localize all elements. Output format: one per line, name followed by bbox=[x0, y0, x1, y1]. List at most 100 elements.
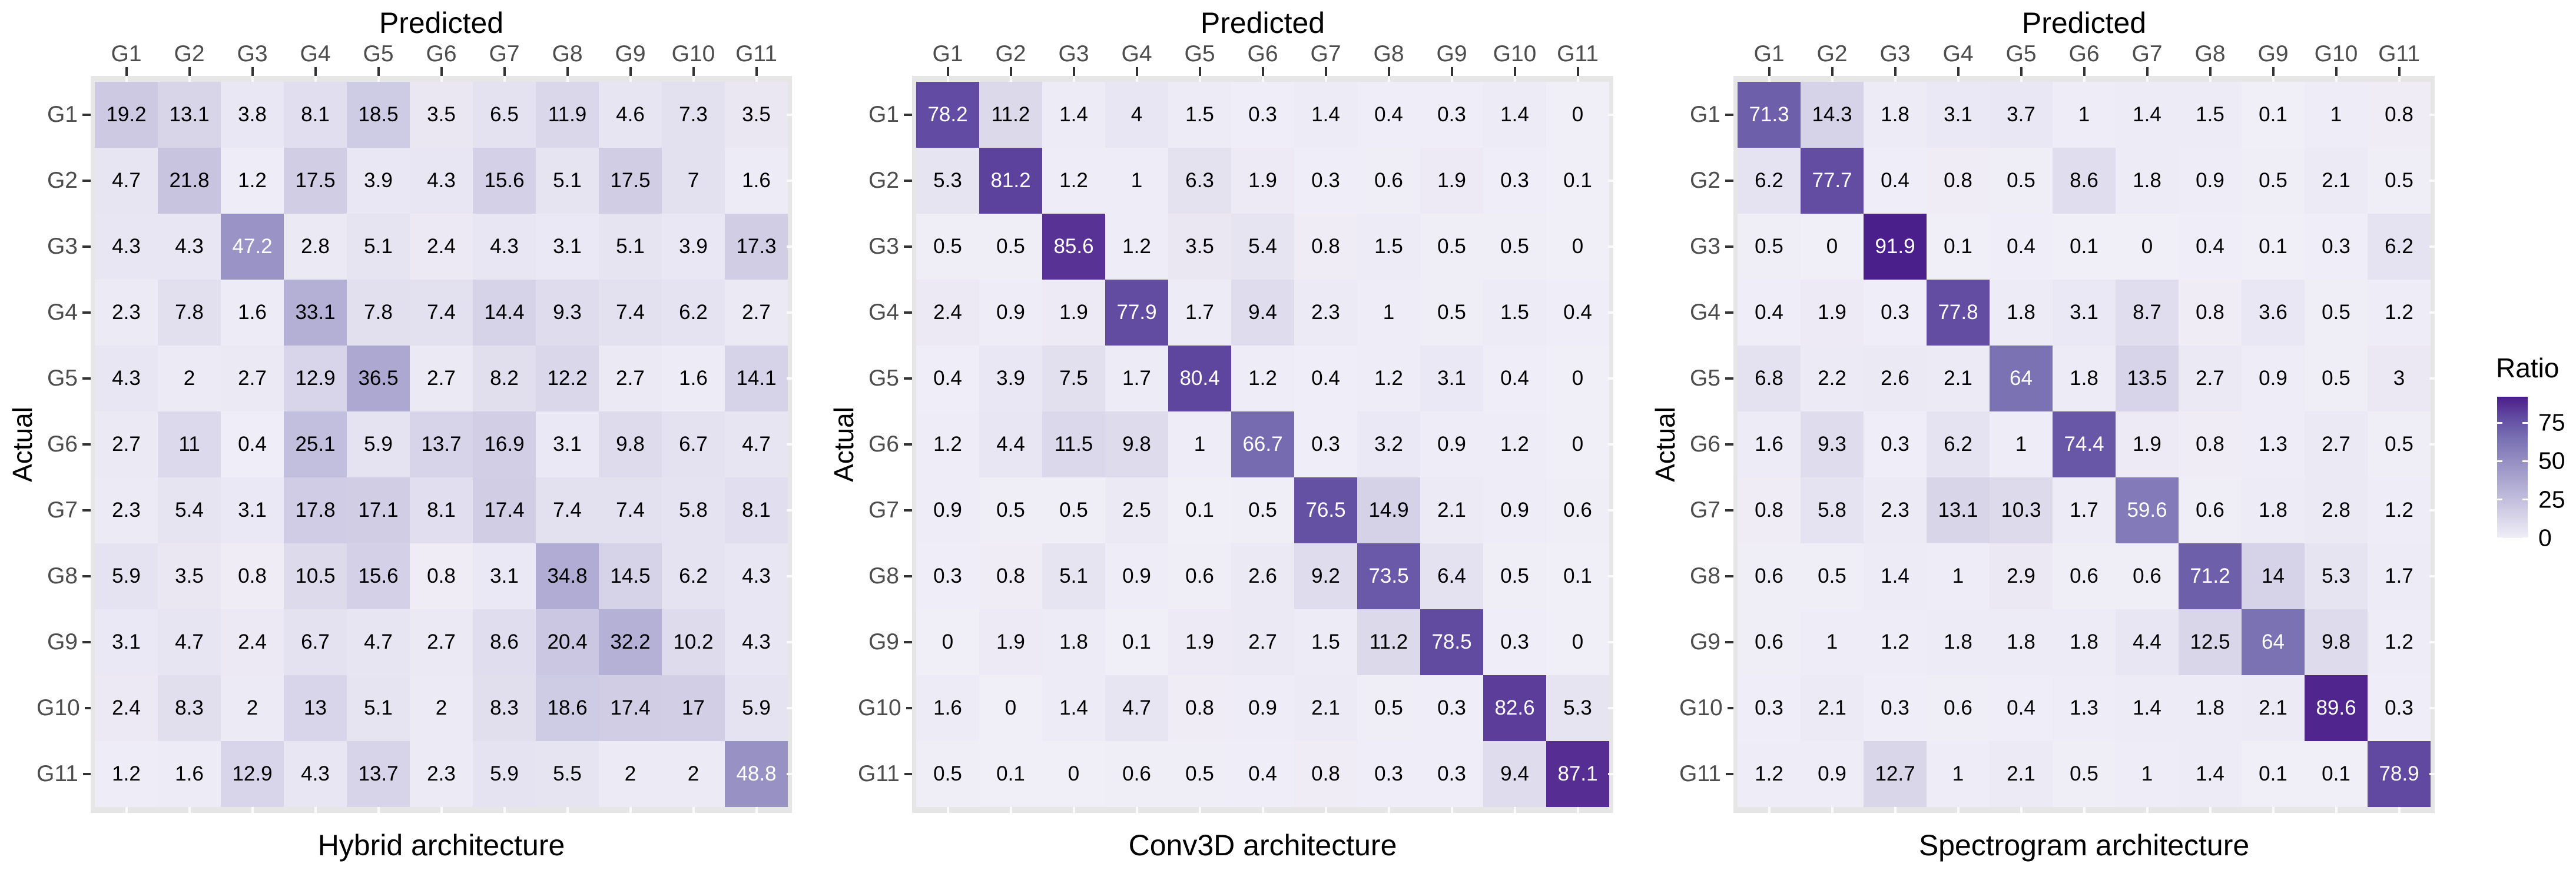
heatmap-cell: 7.5 bbox=[1042, 346, 1105, 411]
heatmap-cell: 78.9 bbox=[2368, 741, 2431, 807]
axis-tick-mark bbox=[2083, 67, 2086, 76]
row-label-text: G1 bbox=[47, 102, 78, 127]
heatmap-cell: 2.3 bbox=[1864, 477, 1927, 543]
axis-tick-mark bbox=[2209, 67, 2212, 76]
axis-tick-mark bbox=[1513, 67, 1516, 76]
heatmap-cell: 12.5 bbox=[2179, 609, 2242, 675]
column-label: G1 bbox=[1753, 41, 1785, 67]
heatmap-cell: 0.1 bbox=[1546, 543, 1609, 609]
axis-tick-mark bbox=[1450, 67, 1453, 76]
row-label: G1 bbox=[1679, 82, 1733, 148]
heatmap-cell: 1.4 bbox=[1294, 82, 1357, 148]
heatmap-cell: 0.1 bbox=[2053, 214, 2116, 280]
heatmap-cell: 89.6 bbox=[2305, 675, 2368, 741]
edge-tick-top bbox=[1576, 76, 1579, 82]
heatmap-cell: 15.6 bbox=[473, 148, 536, 214]
column-tick-row bbox=[95, 67, 792, 76]
heatmap-cell: 10.5 bbox=[284, 543, 347, 609]
row-label-text: G8 bbox=[868, 563, 899, 589]
heatmap-cell: 0.3 bbox=[1420, 741, 1483, 807]
heatmap-cell: 1.7 bbox=[1168, 280, 1231, 346]
heatmap-cell: 0 bbox=[979, 675, 1042, 741]
heatmap-cell: 1.8 bbox=[1864, 82, 1927, 148]
heatmap-cell: 3.1 bbox=[473, 543, 536, 609]
heatmap-cell: 0.3 bbox=[1357, 741, 1420, 807]
axis-tick-mark bbox=[1387, 67, 1390, 76]
heatmap-cell: 73.5 bbox=[1357, 543, 1420, 609]
heatmap-cell: 6.5 bbox=[473, 82, 536, 148]
heatmap-cell: 0.3 bbox=[2368, 675, 2431, 741]
heatmap-cell: 5.8 bbox=[662, 477, 725, 543]
axis-tick-mark bbox=[1831, 67, 1834, 76]
heatmap-cell: 0.4 bbox=[1864, 148, 1927, 214]
legend-tick-mark bbox=[2497, 499, 2502, 501]
heatmap-cell: 0.6 bbox=[1738, 543, 1801, 609]
column-tick-cell bbox=[1801, 67, 1864, 76]
row-label-text: G11 bbox=[858, 761, 900, 786]
heatmap-cell: 3.8 bbox=[221, 82, 284, 148]
heatmap-cell: 76.5 bbox=[1294, 477, 1357, 543]
heatmap-cell: 1.2 bbox=[2368, 609, 2431, 675]
heatmap-cell: 0.4 bbox=[916, 346, 979, 411]
axis-tick-mark bbox=[2272, 67, 2275, 76]
row-label: G5 bbox=[858, 346, 912, 411]
edge-tick-right bbox=[2429, 641, 2435, 643]
heatmap-cell: 0.8 bbox=[221, 543, 284, 609]
edge-tick-bottom bbox=[125, 807, 128, 813]
heatmap-cell: 64 bbox=[2242, 609, 2305, 675]
axis-tick-mark bbox=[1324, 67, 1327, 76]
column-tick-cell bbox=[347, 67, 410, 76]
heatmap-cell: 0.5 bbox=[979, 477, 1042, 543]
edge-tick-top bbox=[1198, 76, 1201, 82]
axis-tick-mark bbox=[904, 377, 912, 380]
heatmap-cell: 1.2 bbox=[1042, 148, 1105, 214]
heatmap-cell: 2.3 bbox=[95, 280, 158, 346]
edge-tick-top bbox=[1894, 76, 1897, 82]
heatmap-cell: 0.5 bbox=[1801, 543, 1864, 609]
axis-tick-mark bbox=[188, 67, 191, 76]
heatmap-cell: 71.2 bbox=[2179, 543, 2242, 609]
heatmap-cell: 4.3 bbox=[473, 214, 536, 280]
column-label: G7 bbox=[2131, 41, 2163, 67]
column-label: G10 bbox=[671, 41, 715, 67]
edge-tick-bottom bbox=[2272, 807, 2275, 813]
axis-tick-mark bbox=[2020, 67, 2023, 76]
heatmap-cell: 1.8 bbox=[1042, 609, 1105, 675]
column-tick-cell bbox=[725, 67, 788, 76]
heatmap-cell: 1.2 bbox=[1483, 411, 1546, 477]
heatmap-cell: 0.3 bbox=[1231, 82, 1294, 148]
edge-tick-top bbox=[1957, 76, 1960, 82]
heatmap-cell: 0 bbox=[1546, 609, 1609, 675]
heatmap-cell: 6.8 bbox=[1738, 346, 1801, 411]
heatmap-cell: 0.6 bbox=[2053, 543, 2116, 609]
heatmap-cell: 9.8 bbox=[1105, 411, 1168, 477]
heatmap-cell: 1.4 bbox=[1042, 675, 1105, 741]
heatmap-cell: 1.5 bbox=[2179, 82, 2242, 148]
heatmap-cell: 8.6 bbox=[473, 609, 536, 675]
column-tick-cell bbox=[1420, 67, 1483, 76]
heatmap-cell: 77.7 bbox=[1801, 148, 1864, 214]
edge-tick-top bbox=[692, 76, 695, 82]
heatmap-cell: 0.9 bbox=[2242, 346, 2305, 411]
axis-tick-mark bbox=[2398, 67, 2401, 76]
edge-tick-bottom bbox=[2083, 807, 2086, 813]
heatmap-cell: 0.3 bbox=[1864, 280, 1927, 346]
axis-tick-mark bbox=[377, 67, 380, 76]
heatmap-cell: 0.5 bbox=[1168, 741, 1231, 807]
heatmap-cell: 0.3 bbox=[1420, 82, 1483, 148]
axis-tick-mark bbox=[503, 67, 506, 76]
heatmap-cell: 85.6 bbox=[1042, 214, 1105, 280]
heatmap-cell: 3.1 bbox=[95, 609, 158, 675]
axis-tick-mark bbox=[755, 67, 758, 76]
heatmap-cell: 0.9 bbox=[2179, 148, 2242, 214]
heatmap-cell: 0.8 bbox=[2179, 411, 2242, 477]
edge-tick-top bbox=[1513, 76, 1516, 82]
heatmap-cell: 2 bbox=[221, 675, 284, 741]
heatmap-cell: 1.2 bbox=[95, 741, 158, 807]
column-label: G11 bbox=[735, 41, 777, 67]
